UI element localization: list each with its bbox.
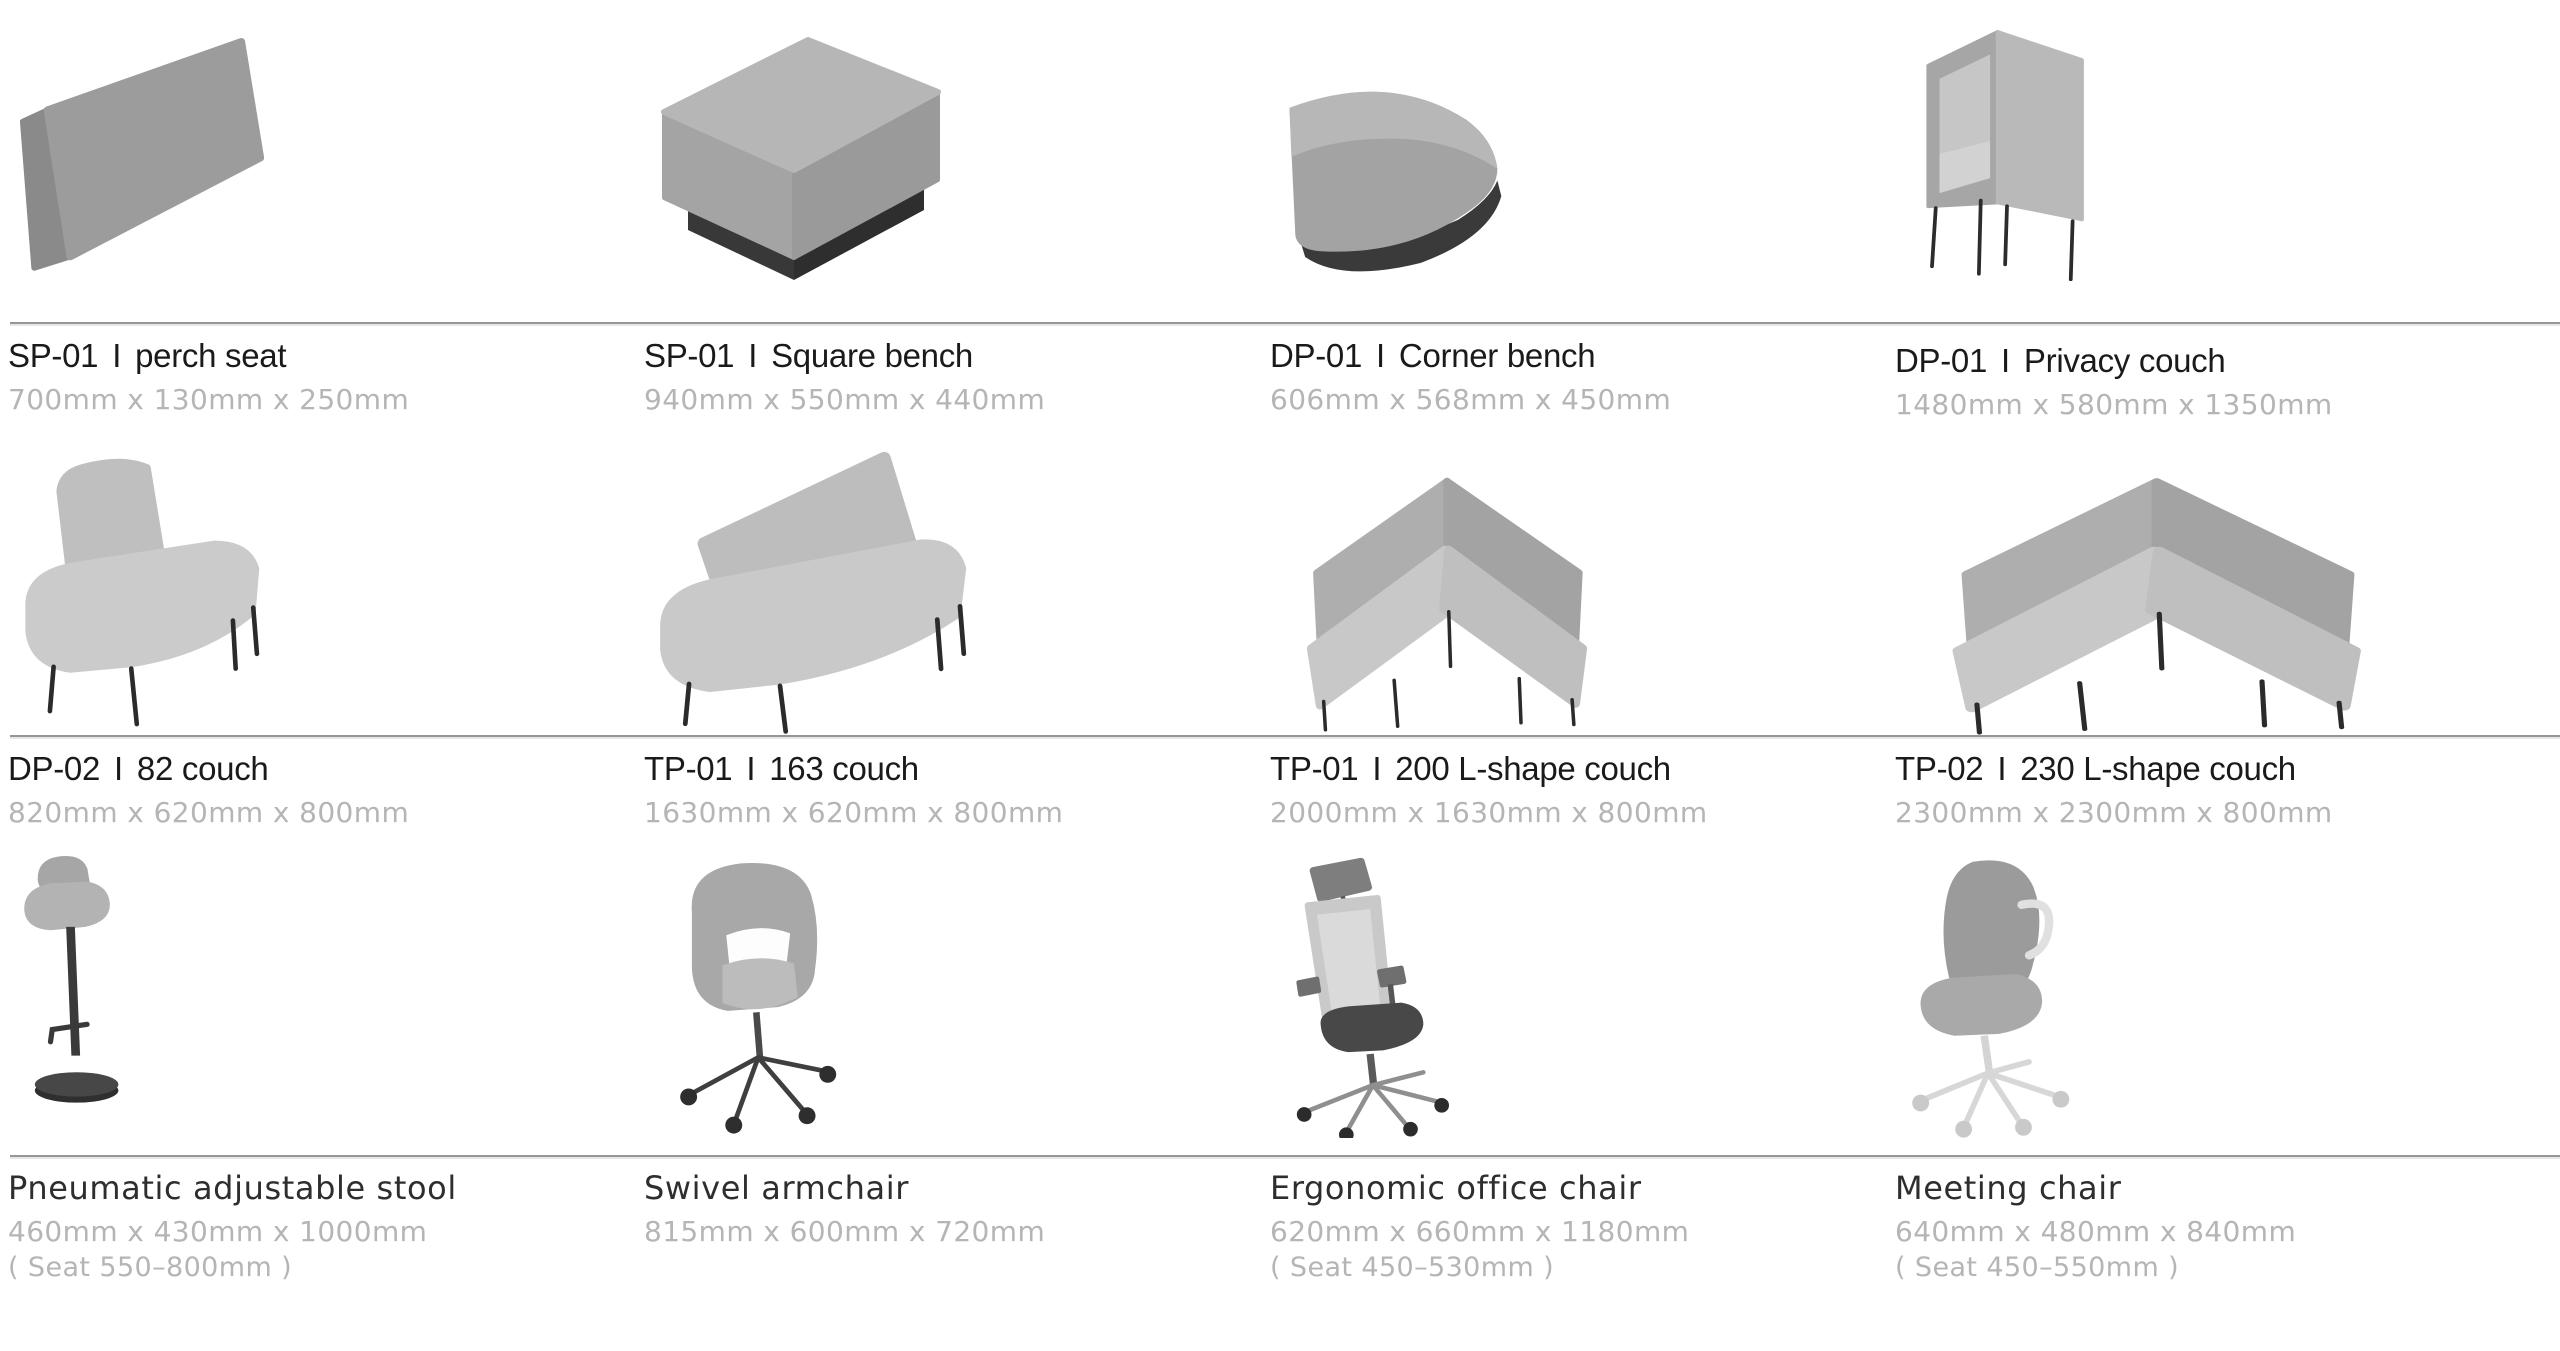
row-divider (10, 735, 2560, 737)
l-shape-couch-200-image (1262, 432, 1887, 740)
product-code: DP-01 (1270, 337, 1363, 374)
product-code-separator: I (2001, 342, 2010, 379)
product-code: TP-01 (644, 750, 733, 787)
product-code: TP-01 (1270, 750, 1359, 787)
product-caption: Meeting chair 640mm x 480mm x 840mm ( Se… (1887, 1157, 2560, 1283)
product-name: 200 L-shape couch (1395, 750, 1671, 787)
product-caption: TP-01 I 163 couch 1630mm x 620mm x 800mm (636, 737, 1262, 845)
corner-bench-image (1262, 0, 1887, 322)
product-title: TP-01 I 163 couch (644, 751, 1262, 787)
product-code-separator: I (1376, 337, 1385, 374)
product-dimensions: 640mm x 480mm x 840mm (1895, 1214, 2297, 1248)
product-dimensions: 700mm x 130mm x 250mm (8, 382, 410, 416)
product-name: 82 couch (136, 750, 269, 787)
product-name: Corner bench (1398, 337, 1596, 374)
product-title: SP-01 I Square bench (644, 338, 1262, 374)
product-dimensions: 1630mm x 620mm x 800mm (644, 795, 1064, 829)
three-seat-couch-image (636, 432, 1262, 740)
product-title: DP-01 I Privacy couch (1895, 343, 2560, 379)
product-name: 163 couch (769, 750, 919, 787)
product-code: SP-01 (644, 337, 735, 374)
product-name: 230 L-shape couch (2020, 750, 2296, 787)
meeting-chair-image (1887, 845, 2560, 1155)
catalog-row-3: Pneumatic adjustable stool 460mm x 430mm… (0, 845, 2560, 1283)
product-title: Swivel armchair (644, 1171, 1262, 1206)
product-dimensions: 606mm x 568mm x 450mm (1270, 382, 1672, 416)
product-caption: TP-02 I 230 L-shape couch 2300mm x 2300mm … (1887, 737, 2560, 845)
product-dimensions: 2000mm x 1630mm x 800mm (1270, 795, 1708, 829)
product-code-separator: I (112, 337, 122, 374)
product-code: SP-01 (8, 337, 99, 374)
product-dimensions: 820mm x 620mm x 800mm (8, 795, 410, 829)
product-title: TP-02 I 230 L-shape couch (1895, 751, 2560, 787)
product-dimensions: 620mm x 660mm x 1180mm (1270, 1214, 1690, 1248)
l-shape-couch-230-image (1887, 432, 2560, 740)
product-seat-range: ( Seat 450–530mm ) (1270, 1251, 1555, 1283)
ergonomic-office-chair-image (1262, 845, 1887, 1155)
square-bench-image (636, 0, 1262, 322)
product-dimensions: 460mm x 430mm x 1000mm (8, 1214, 428, 1248)
row-divider (10, 1155, 2560, 1157)
two-seat-couch-image (0, 432, 636, 740)
product-caption: Ergonomic office chair 620mm x 660mm x 1… (1262, 1157, 1887, 1283)
product-name: Meeting chair (1895, 1169, 2122, 1207)
product-name: Pneumatic adjustable stool (8, 1169, 457, 1207)
product-name: Swivel armchair (644, 1169, 909, 1207)
swivel-armchair-image (636, 845, 1262, 1155)
product-name: perch seat (135, 337, 287, 374)
product-name: Privacy couch (2023, 342, 2226, 379)
product-code-separator: I (114, 750, 123, 787)
product-code-separator: I (1997, 750, 2007, 787)
product-name: Ergonomic office chair (1270, 1169, 1642, 1207)
product-caption: DP-01 I Corner bench 606mm x 568mm x 450mm (1262, 324, 1887, 432)
row-divider (10, 322, 2560, 324)
product-title: Meeting chair (1895, 1171, 2560, 1206)
product-caption: Swivel armchair 815mm x 600mm x 720mm (636, 1157, 1262, 1283)
product-caption: Pneumatic adjustable stool 460mm x 430mm… (0, 1157, 636, 1283)
product-caption: DP-01 I Privacy couch 1480mm x 580mm x 135… (1887, 324, 2560, 432)
product-code: DP-02 (8, 750, 101, 787)
product-caption: DP-02 I 82 couch 820mm x 620mm x 800mm (0, 737, 636, 845)
product-name: Square bench (771, 337, 973, 374)
product-code-separator: I (748, 337, 758, 374)
product-code-separator: I (1372, 750, 1382, 787)
product-caption: SP-01 I Square bench 940mm x 550mm x 440mm (636, 324, 1262, 432)
product-title: TP-01 I 200 L-shape couch (1270, 751, 1887, 787)
product-code: TP-02 (1895, 750, 1984, 787)
product-caption: TP-01 I 200 L-shape couch 2000mm x 1630mm … (1262, 737, 1887, 845)
product-dimensions: 815mm x 600mm x 720mm (644, 1214, 1046, 1248)
product-dimensions: 1480mm x 580mm x 1350mm (1895, 387, 2333, 421)
product-dimensions: 2300mm x 2300mm x 800mm (1895, 795, 2333, 829)
product-code-separator: I (746, 750, 756, 787)
product-title: DP-02 I 82 couch (8, 751, 636, 787)
catalog-row-2: DP-02 I 82 couch 820mm x 620mm x 800mm TP-… (0, 432, 2560, 845)
perch-seat-image (0, 0, 636, 322)
product-title: DP-01 I Corner bench (1270, 338, 1887, 374)
product-code: DP-01 (1895, 342, 1988, 379)
product-seat-range: ( Seat 450–550mm ) (1895, 1251, 2180, 1283)
privacy-couch-image (1887, 0, 2560, 322)
product-seat-range: ( Seat 550–800mm ) (8, 1251, 293, 1283)
product-title: Pneumatic adjustable stool (8, 1171, 636, 1206)
product-dimensions: 940mm x 550mm x 440mm (644, 382, 1046, 416)
product-title: Ergonomic office chair (1270, 1171, 1887, 1206)
pneumatic-stool-image (0, 845, 636, 1155)
